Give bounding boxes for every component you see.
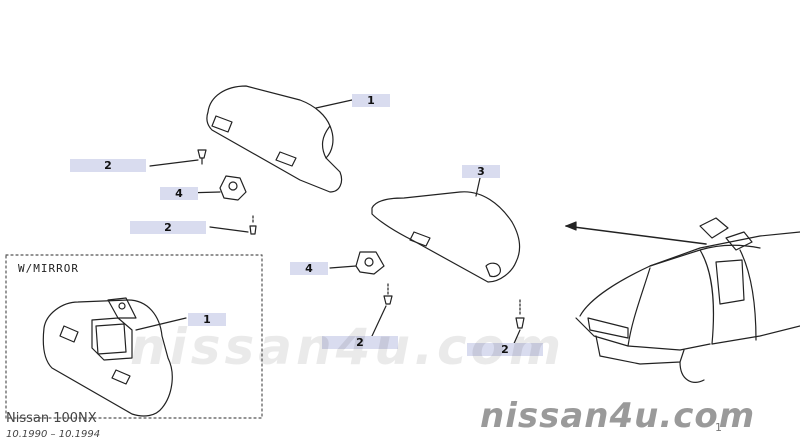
callout-2-screw: 2 [70,159,146,172]
screws [149,149,525,349]
callout-4-holder: 4 [290,262,328,275]
car-illustration [565,217,800,383]
mirror-inset [5,254,263,419]
sun-visor-center [371,177,521,283]
watermark: nissan4u.com [480,396,756,436]
callout-4-holder: 4 [160,187,198,200]
inset-label: W/MIRROR [18,262,79,275]
callout-2-screw: 2 [130,221,206,234]
page-mark: 1 [715,421,722,434]
model-name: Nissan 100NX [6,411,97,426]
watermark-faint: nissan4u.com [130,318,566,376]
sun-visor-top [206,85,353,193]
visor-holder-center [329,251,385,275]
callout-2-screw: 2 [467,343,543,356]
production-years: 10.1990 – 10.1994 [6,429,101,440]
callout-3-visor: 3 [462,165,500,178]
callout-1-mirror-visor: 1 [188,313,226,326]
callout-1-visor: 1 [352,94,390,107]
callout-2-screw: 2 [322,336,398,349]
